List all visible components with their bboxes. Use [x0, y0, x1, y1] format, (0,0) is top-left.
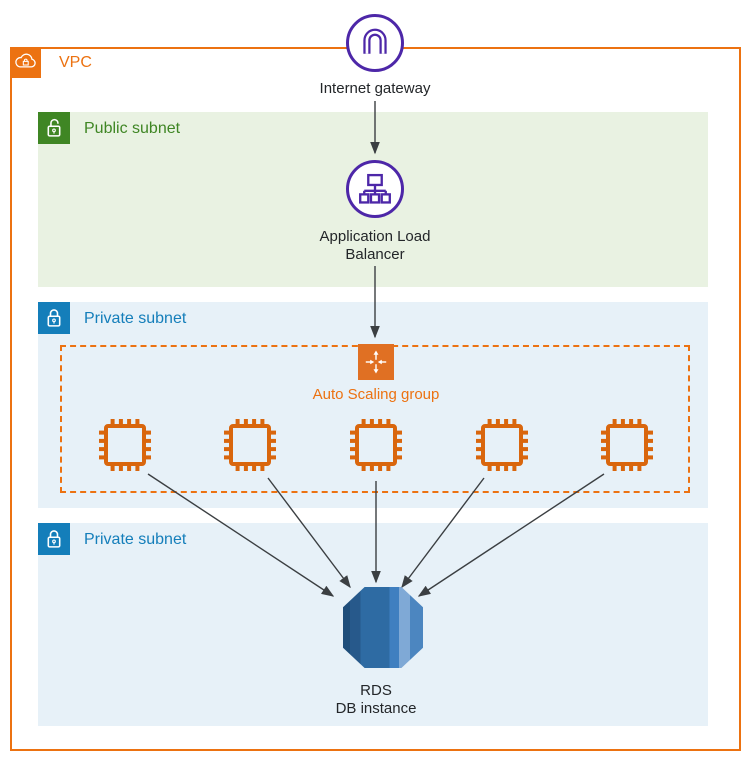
vpc-label: VPC — [59, 54, 92, 71]
internet-gateway-icon — [346, 14, 404, 72]
rds-db-instance-icon — [343, 587, 423, 668]
ec2-instance-icon — [345, 414, 407, 476]
ec2-instance-icon — [596, 414, 658, 476]
ec2-instance-icon — [219, 414, 281, 476]
application-load-balancer-label: Application Load Balancer — [319, 228, 431, 263]
public-subnet-label: Public subnet — [84, 120, 181, 137]
public-subnet-lock-icon — [38, 112, 70, 144]
private-subnet-1-label: Private subnet — [84, 310, 187, 327]
vpc-cloud-icon — [10, 47, 41, 78]
rds-label-line2: DB instance — [335, 700, 417, 717]
ec2-instance-icon — [471, 414, 533, 476]
ec2-instance-icon — [94, 414, 156, 476]
internet-gateway-label: Internet gateway — [319, 80, 431, 97]
rds-db-instance-label: RDS DB instance — [296, 682, 456, 718]
private-subnet-1-lock-icon — [38, 302, 70, 334]
private-subnet-2-lock-icon — [38, 523, 70, 555]
private-subnet-2-label: Private subnet — [84, 531, 187, 548]
auto-scaling-group-icon — [358, 344, 394, 380]
application-load-balancer-icon — [346, 160, 404, 218]
rds-label-line1: RDS — [360, 682, 392, 699]
auto-scaling-group-label: Auto Scaling group — [312, 386, 440, 403]
